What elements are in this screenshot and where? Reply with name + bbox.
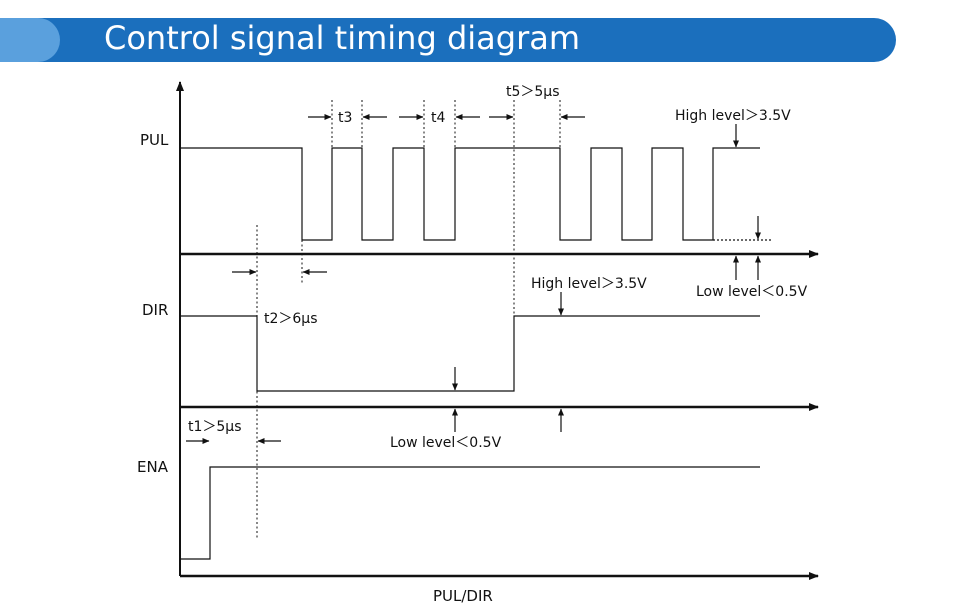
t4-label: t4 <box>431 110 445 126</box>
t5-label: t5＞5μs <box>506 84 560 100</box>
pul-label: PUL <box>140 131 169 149</box>
pul-low-level-label: Low level＜0.5V <box>696 284 808 300</box>
page-title: Control signal timing diagram <box>104 19 580 57</box>
t1-label: t1＞5μs <box>188 419 242 435</box>
t2-label: t2＞6μs <box>264 311 318 327</box>
title-banner-accent <box>0 18 60 62</box>
ena-label: ENA <box>137 458 169 476</box>
dir-low-level-label: Low level＜0.5V <box>390 435 502 451</box>
pul-high-level-label: High level＞3.5V <box>675 108 791 124</box>
dir-label: DIR <box>142 301 168 319</box>
pul-waveform <box>180 147 760 241</box>
t3-label: t3 <box>338 110 352 126</box>
ena-waveform <box>180 466 760 560</box>
title-banner <box>0 18 896 62</box>
x-axis-label: PUL/DIR <box>433 587 493 605</box>
dir-waveform <box>180 315 760 392</box>
dir-high-level-label: High level＞3.5V <box>531 276 647 292</box>
